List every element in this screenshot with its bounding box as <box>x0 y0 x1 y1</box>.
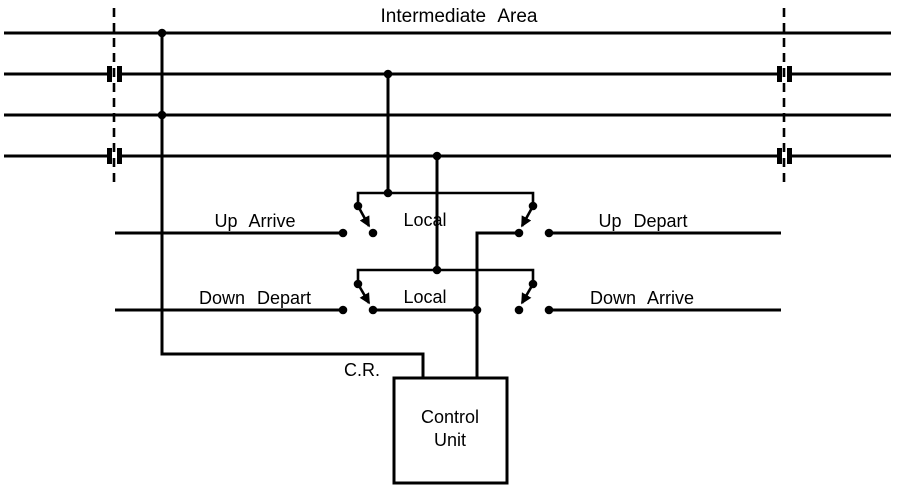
insulated-joint-icon <box>107 66 122 82</box>
switch-bracket-lower <box>356 268 535 284</box>
control-unit-label-line1: Control <box>421 407 479 427</box>
insulated-joint-icon <box>107 148 122 164</box>
control-unit-label-line2: Unit <box>434 430 466 450</box>
control-unit-box <box>392 376 509 485</box>
switch-bracket-upper <box>356 191 535 206</box>
insulated-joint-icon <box>777 66 792 82</box>
down-arrive-label: Down Arrive <box>590 288 694 308</box>
up-arrive-label: Up Arrive <box>214 211 295 231</box>
local-label-upper: Local <box>403 210 446 230</box>
control-unit-wire <box>373 231 519 378</box>
junction-dots <box>157 28 554 315</box>
cr-wire <box>160 33 425 378</box>
insulated-joint-icon <box>777 148 792 164</box>
up-depart-label: Up Depart <box>598 211 687 231</box>
diagram-title: Intermediate Area <box>381 6 538 27</box>
local-label-lower: Local <box>403 287 446 307</box>
cr-label: C.R. <box>344 360 380 380</box>
down-depart-label: Down Depart <box>199 288 311 308</box>
